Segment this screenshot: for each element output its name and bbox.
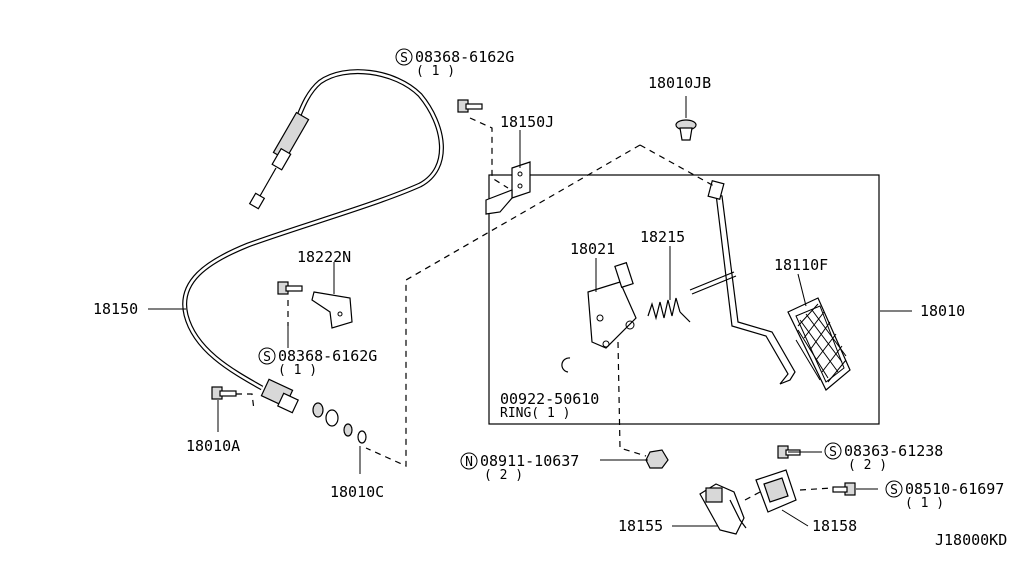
label-bolt-right1: 08363-61238 — [844, 442, 943, 460]
bracket-icon — [699, 483, 747, 535]
label-18021: 18021 — [570, 240, 615, 258]
label-18222n: 18222N — [297, 248, 351, 266]
label-18010jb: 18010JB — [648, 74, 711, 92]
label-ring-name: RING( 1 ) — [500, 406, 570, 421]
bracket-icon — [485, 161, 531, 215]
screw-icon — [211, 386, 237, 400]
bracket-icon — [311, 291, 353, 329]
s-symbol: S — [829, 445, 837, 460]
label-18158: 18158 — [812, 517, 857, 535]
label-ring-part: 00922-50610 — [500, 390, 599, 408]
s-symbol: S — [890, 483, 898, 498]
label-bolt-right2: 08510-61697 — [905, 480, 1004, 498]
clip-icon — [561, 357, 571, 373]
pedal-assembly-frame — [488, 174, 880, 425]
label-18010: 18010 — [920, 302, 965, 320]
standard-part-icon — [460, 452, 478, 470]
screw-icon — [832, 482, 856, 496]
nut-icon — [312, 402, 367, 444]
label-nut: 08911-10637 — [480, 452, 579, 470]
connector-line — [799, 487, 833, 491]
label-bolt-mid-qty: ( 1 ) — [278, 363, 317, 378]
label-bolt-right1-qty: ( 2 ) — [848, 458, 887, 473]
label-18215: 18215 — [640, 228, 685, 246]
screw-icon — [277, 281, 303, 295]
label-18150j: 18150J — [500, 113, 554, 131]
standard-part-icon — [885, 480, 903, 498]
s-symbol: S — [263, 350, 271, 365]
connector-line — [617, 341, 647, 457]
label-18155: 18155 — [618, 517, 663, 535]
nut-icon — [645, 449, 669, 469]
pedal-icon — [787, 297, 851, 391]
label-18010a: 18010A — [186, 437, 240, 455]
connector-line — [744, 491, 761, 501]
clip-icon — [675, 119, 697, 141]
connector-line — [639, 144, 715, 187]
s-symbol: S — [400, 51, 408, 66]
bracket-icon — [587, 261, 637, 349]
screw-icon — [457, 99, 483, 113]
label-nut-qty: ( 2 ) — [484, 468, 523, 483]
connector-line — [236, 393, 255, 411]
label-bolt-top-qty: ( 1 ) — [416, 64, 455, 79]
cable-icon — [182, 69, 444, 414]
bracket-icon — [755, 469, 797, 513]
n-symbol: N — [465, 455, 473, 470]
connector-line — [469, 117, 509, 189]
label-18150: 18150 — [93, 300, 138, 318]
diagram-id: J18000KD — [935, 531, 1007, 549]
label-bolt-right2-qty: ( 1 ) — [905, 496, 944, 511]
label-bolt-mid: 08368-6162G — [278, 347, 377, 365]
standard-part-icon — [258, 347, 276, 365]
bracket-icon — [689, 179, 796, 385]
label-18110f: 18110F — [774, 256, 828, 274]
standard-part-icon — [824, 442, 842, 460]
spring-icon — [647, 297, 691, 323]
standard-part-icon — [395, 48, 413, 66]
connector-line — [365, 144, 641, 467]
label-bolt-top: 08368-6162G — [415, 48, 514, 66]
label-18010c: 18010C — [330, 483, 384, 501]
